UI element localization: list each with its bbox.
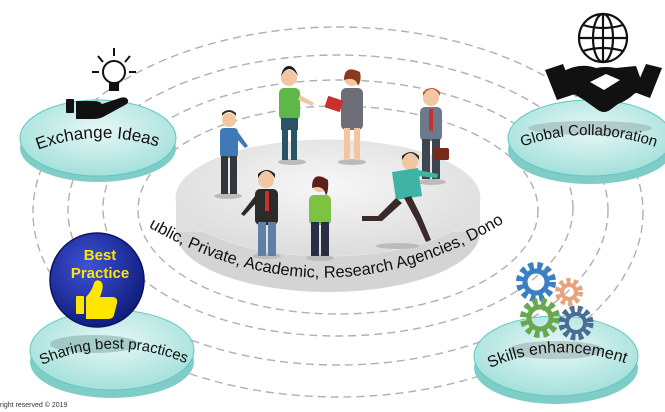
gear-icon [555, 278, 583, 306]
people-group [214, 66, 449, 261]
person-icon [362, 152, 438, 249]
hand-icon [66, 97, 129, 119]
badge-line1: Best [84, 247, 117, 264]
lightbulb-icon [92, 48, 136, 91]
gear-icon [558, 305, 594, 341]
skills-enhancement-node: Skills enhancement [473, 262, 639, 404]
person-icon [278, 66, 314, 165]
globe-icon [577, 12, 629, 64]
global-collaboration-node: Global Collaboration [507, 12, 665, 184]
person-icon [324, 69, 366, 165]
person-icon [214, 110, 248, 199]
person-icon [418, 88, 449, 185]
gears-icon [516, 262, 594, 341]
badge-line2: Practice [71, 265, 129, 282]
exchange-ideas-node: Exchange Ideas [19, 48, 177, 182]
handshake-icon [545, 64, 662, 112]
person-icon [306, 176, 334, 261]
person-icon [241, 170, 281, 259]
gear-icon [520, 298, 560, 338]
copyright-notice: right reserved © 2019 [0, 402, 68, 409]
gear-icon [516, 262, 556, 302]
best-practice-badge: Best Practice [49, 232, 145, 328]
thumbs-up-icon [76, 280, 118, 319]
sharing-best-practices-node: Best Practice Sharing best practices [29, 232, 195, 398]
